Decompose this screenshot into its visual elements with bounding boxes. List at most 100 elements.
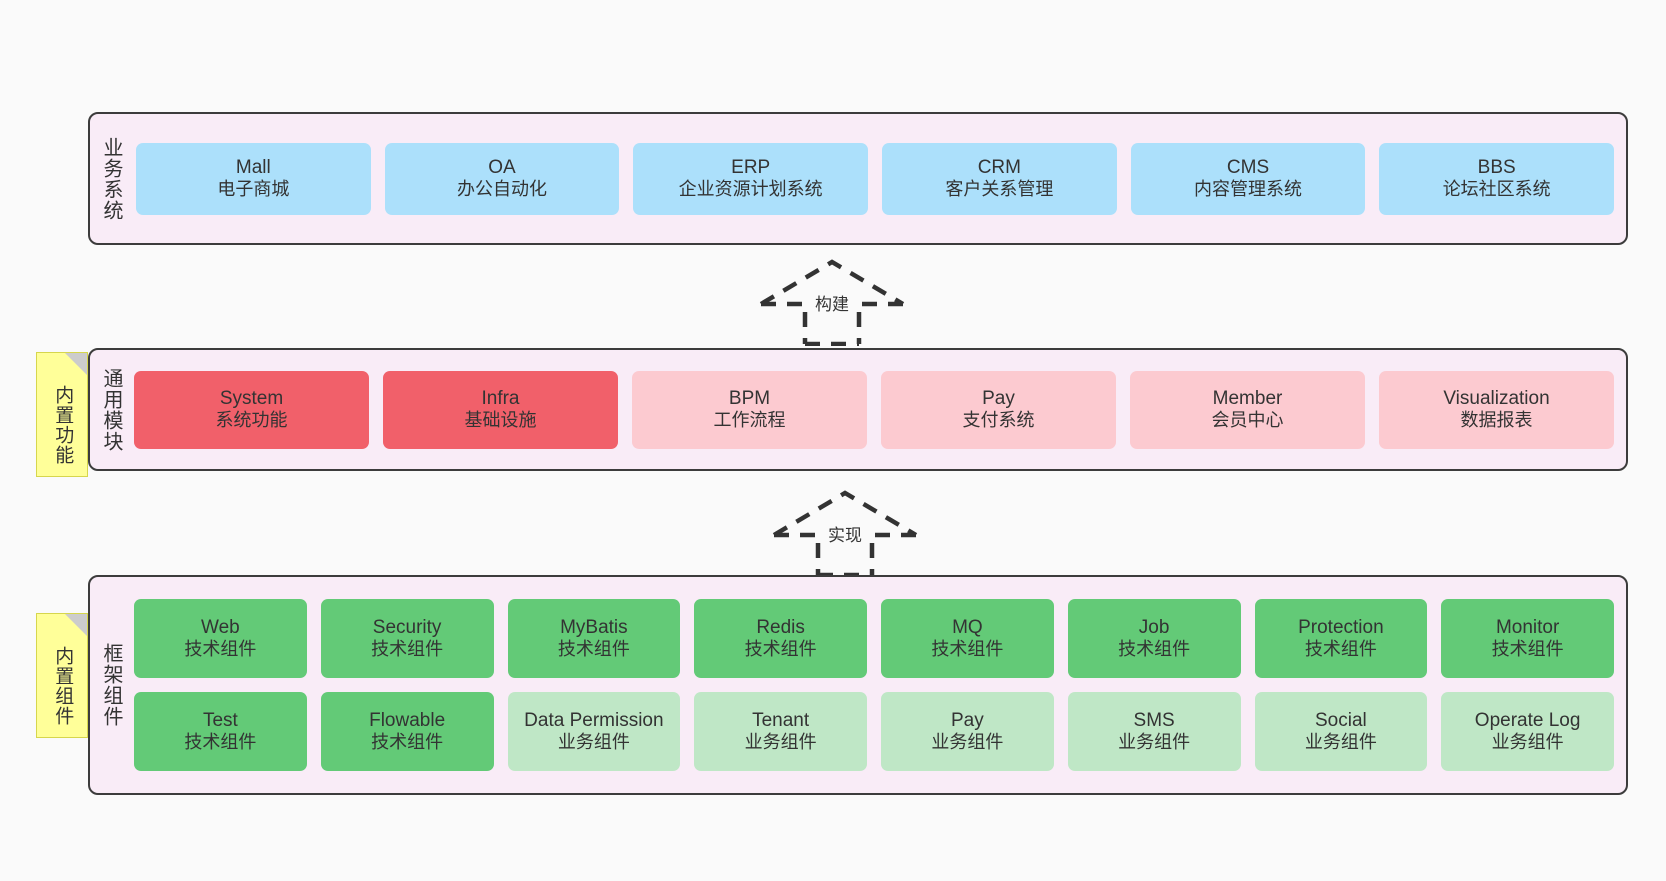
card-title-en: MyBatis xyxy=(560,616,628,638)
component-card-redis[interactable]: Redis 技术组件 xyxy=(694,599,867,678)
card-title-cn: 企业资源计划系统 xyxy=(678,179,823,200)
band-title-label: 业务系统 xyxy=(100,136,122,221)
card-title-en: Infra xyxy=(481,387,520,409)
band-title-label: 框架组件 xyxy=(100,643,122,727)
card-title-en: Security xyxy=(372,616,442,638)
card-title-cn: 技术组件 xyxy=(184,639,257,660)
module-card-cms[interactable]: CMS 内容管理系统 xyxy=(1130,142,1366,215)
module-card-pay[interactable]: Pay 支付系统 xyxy=(881,370,1116,449)
band-title-common-modules: 通用模块 xyxy=(90,350,132,469)
card-title-cn: 业务组件 xyxy=(1118,732,1191,753)
card-title-en: Mall xyxy=(235,156,271,178)
band-row: Web 技术组件 Security 技术组件 MyBatis 技术组件 Redi… xyxy=(134,599,1614,678)
module-card-mall[interactable]: Mall 电子商城 xyxy=(136,142,371,215)
card-title-en: Flowable xyxy=(369,709,446,731)
card-title-en: Pay xyxy=(982,387,1015,409)
module-card-system[interactable]: System 系统功能 xyxy=(134,370,369,449)
connector-label: 实现 xyxy=(826,521,864,546)
connector-label: 构建 xyxy=(813,290,851,315)
card-title-en: Visualization xyxy=(1443,387,1550,409)
module-card-bbs[interactable]: BBS 论坛社区系统 xyxy=(1379,142,1615,215)
card-title-cn: 业务组件 xyxy=(931,732,1004,753)
component-card-test[interactable]: Test 技术组件 xyxy=(134,692,307,771)
component-card-security[interactable]: Security 技术组件 xyxy=(320,599,494,678)
note-label: 内置组件 xyxy=(52,645,74,726)
component-card-tenant[interactable]: Tenant 业务组件 xyxy=(694,692,867,771)
card-title-en: Data Permission xyxy=(524,709,664,731)
card-title-cn: 技术组件 xyxy=(1304,639,1377,660)
card-title-en: Operate Log xyxy=(1474,709,1581,731)
card-title-cn: 技术组件 xyxy=(1118,639,1191,660)
band-title-framework-components: 框架组件 xyxy=(90,577,132,793)
card-title-en: ERP xyxy=(731,156,771,178)
component-card-monitor[interactable]: Monitor 技术组件 xyxy=(1441,599,1614,678)
card-title-cn: 系统功能 xyxy=(215,410,288,431)
card-title-en: BBS xyxy=(1477,156,1516,178)
card-title-cn: 技术组件 xyxy=(184,732,257,753)
card-title-en: SMS xyxy=(1133,709,1175,731)
component-card-protection[interactable]: Protection 技术组件 xyxy=(1254,599,1428,678)
card-title-en: Job xyxy=(1138,616,1170,638)
card-title-cn: 技术组件 xyxy=(1491,639,1564,660)
component-card-mq[interactable]: MQ 技术组件 xyxy=(881,599,1054,678)
card-title-cn: 客户关系管理 xyxy=(945,179,1054,200)
card-title-cn: 业务组件 xyxy=(744,732,817,753)
card-title-en: Test xyxy=(202,709,238,731)
card-title-en: OA xyxy=(488,156,516,178)
card-title-cn: 支付系统 xyxy=(962,410,1035,431)
card-title-cn: 会员中心 xyxy=(1211,410,1284,431)
card-title-cn: 工作流程 xyxy=(713,410,786,431)
note-label: 内置功能 xyxy=(52,384,74,465)
component-card-sms[interactable]: SMS 业务组件 xyxy=(1067,692,1241,771)
component-card-web[interactable]: Web 技术组件 xyxy=(134,599,307,678)
module-card-oa[interactable]: OA 办公自动化 xyxy=(384,142,620,215)
card-title-en: Member xyxy=(1212,387,1283,409)
card-title-cn: 基础设施 xyxy=(464,410,537,431)
component-card-flowable[interactable]: Flowable 技术组件 xyxy=(320,692,494,771)
card-title-en: CRM xyxy=(977,156,1021,178)
connector-build: 构建 xyxy=(745,256,920,347)
band-framework-components: 框架组件 Web 技术组件 Security 技术组件 MyBatis 技术组件… xyxy=(88,575,1628,795)
card-title-cn: 技术组件 xyxy=(931,639,1004,660)
component-card-social[interactable]: Social 业务组件 xyxy=(1254,692,1428,771)
card-title-en: Social xyxy=(1315,709,1367,731)
card-title-en: CMS xyxy=(1226,156,1270,178)
note-builtin-features: 内置功能 xyxy=(36,352,88,477)
card-title-cn: 业务组件 xyxy=(557,732,630,753)
band-row: Test 技术组件 Flowable 技术组件 Data Permission … xyxy=(134,692,1614,771)
card-title-cn: 技术组件 xyxy=(557,639,630,660)
card-title-en: System xyxy=(219,387,284,409)
component-card-job[interactable]: Job 技术组件 xyxy=(1067,599,1241,678)
dashed-hollow-arrow-up-icon xyxy=(772,490,918,578)
component-card-mybatis[interactable]: MyBatis 技术组件 xyxy=(507,599,681,678)
module-card-infra[interactable]: Infra 基础设施 xyxy=(383,370,618,449)
dashed-hollow-arrow-up-icon xyxy=(759,259,905,347)
band-title-label: 通用模块 xyxy=(100,367,122,452)
band-row: System 系统功能 Infra 基础设施 BPM 工作流程 Pay 支付系统… xyxy=(134,370,1614,449)
component-card-data-permission[interactable]: Data Permission 业务组件 xyxy=(507,692,681,771)
card-title-cn: 数据报表 xyxy=(1460,410,1533,431)
note-builtin-components: 内置组件 xyxy=(36,613,88,738)
band-body-business-systems: Mall 电子商城 OA 办公自动化 ERP 企业资源计划系统 CRM 客户关系… xyxy=(132,114,1626,243)
card-title-cn: 技术组件 xyxy=(371,732,444,753)
module-card-erp[interactable]: ERP 企业资源计划系统 xyxy=(633,142,869,215)
module-card-visualization[interactable]: Visualization 数据报表 xyxy=(1379,370,1614,449)
band-title-business-systems: 业务系统 xyxy=(90,114,132,243)
card-title-en: Monitor xyxy=(1495,616,1560,638)
card-title-en: Protection xyxy=(1298,616,1384,638)
band-common-modules: 通用模块 System 系统功能 Infra 基础设施 BPM 工作流程 Pay… xyxy=(88,348,1628,471)
card-title-cn: 内容管理系统 xyxy=(1194,179,1303,200)
note-fold-corner-icon xyxy=(65,353,87,375)
band-business-systems: 业务系统 Mall 电子商城 OA 办公自动化 ERP 企业资源计划系统 CRM… xyxy=(88,112,1628,245)
card-title-en: Pay xyxy=(951,709,984,731)
card-title-cn: 论坛社区系统 xyxy=(1442,179,1551,200)
card-title-cn: 业务组件 xyxy=(1304,732,1377,753)
band-body-framework-components: Web 技术组件 Security 技术组件 MyBatis 技术组件 Redi… xyxy=(132,577,1626,793)
module-card-member[interactable]: Member 会员中心 xyxy=(1130,370,1365,449)
card-title-en: Redis xyxy=(756,616,805,638)
component-card-pay[interactable]: Pay 业务组件 xyxy=(881,692,1054,771)
band-row: Mall 电子商城 OA 办公自动化 ERP 企业资源计划系统 CRM 客户关系… xyxy=(136,142,1615,215)
module-card-bpm[interactable]: BPM 工作流程 xyxy=(632,370,867,449)
module-card-crm[interactable]: CRM 客户关系管理 xyxy=(882,142,1117,215)
component-card-operate-log[interactable]: Operate Log 业务组件 xyxy=(1441,692,1614,771)
